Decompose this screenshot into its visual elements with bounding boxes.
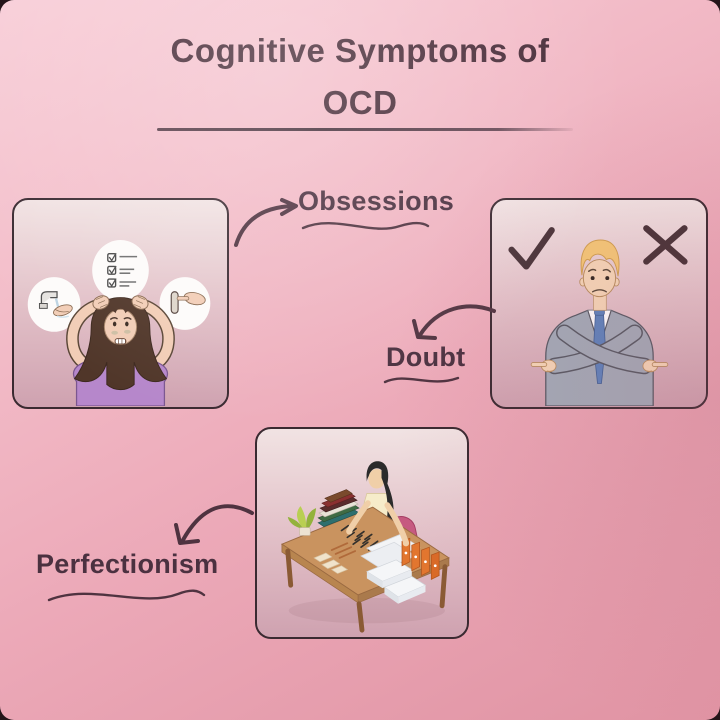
woman-arms	[346, 500, 410, 547]
page-title-line1: Cognitive Symptoms of	[170, 32, 550, 69]
book-stack	[317, 489, 360, 527]
checklist-icon	[107, 252, 138, 288]
thought-bubbles	[27, 240, 211, 332]
doubt-underline	[383, 376, 460, 384]
anxious-woman-illustration	[27, 240, 211, 406]
checkmark-icon	[508, 227, 555, 270]
cross-icon	[643, 225, 688, 265]
faucet-hand-washing-icon	[38, 291, 73, 318]
pencil-row	[330, 542, 357, 559]
title-divider	[157, 128, 573, 131]
doubt-arrow-icon	[412, 304, 496, 340]
perfectionism-underline	[47, 589, 206, 602]
pointing-hand-right	[642, 359, 669, 373]
doubting-man-illustration	[508, 225, 688, 406]
desk-items	[287, 489, 440, 604]
pointing-hand-left	[530, 359, 557, 373]
note-cards	[313, 552, 349, 574]
perfectionism-arrow-icon	[174, 504, 254, 545]
obsessions-underline	[301, 221, 430, 230]
organized-desk-illustration	[280, 461, 450, 633]
obsessions-arrow-icon	[234, 198, 298, 247]
floor-shadow	[288, 597, 445, 624]
perfectionism-card	[255, 427, 469, 639]
obsessions-label: Obsessions	[298, 186, 455, 216]
page-title-line2: OCD	[322, 84, 398, 121]
obsessions-card	[12, 198, 229, 409]
doubt-label: Doubt	[386, 342, 466, 372]
doubting-man	[530, 239, 669, 406]
doubt-card	[490, 198, 708, 409]
anxious-woman	[66, 295, 175, 406]
perfectionism-label: Perfectionism	[36, 549, 219, 579]
door-handle-icon	[170, 291, 206, 314]
plant	[287, 506, 317, 536]
